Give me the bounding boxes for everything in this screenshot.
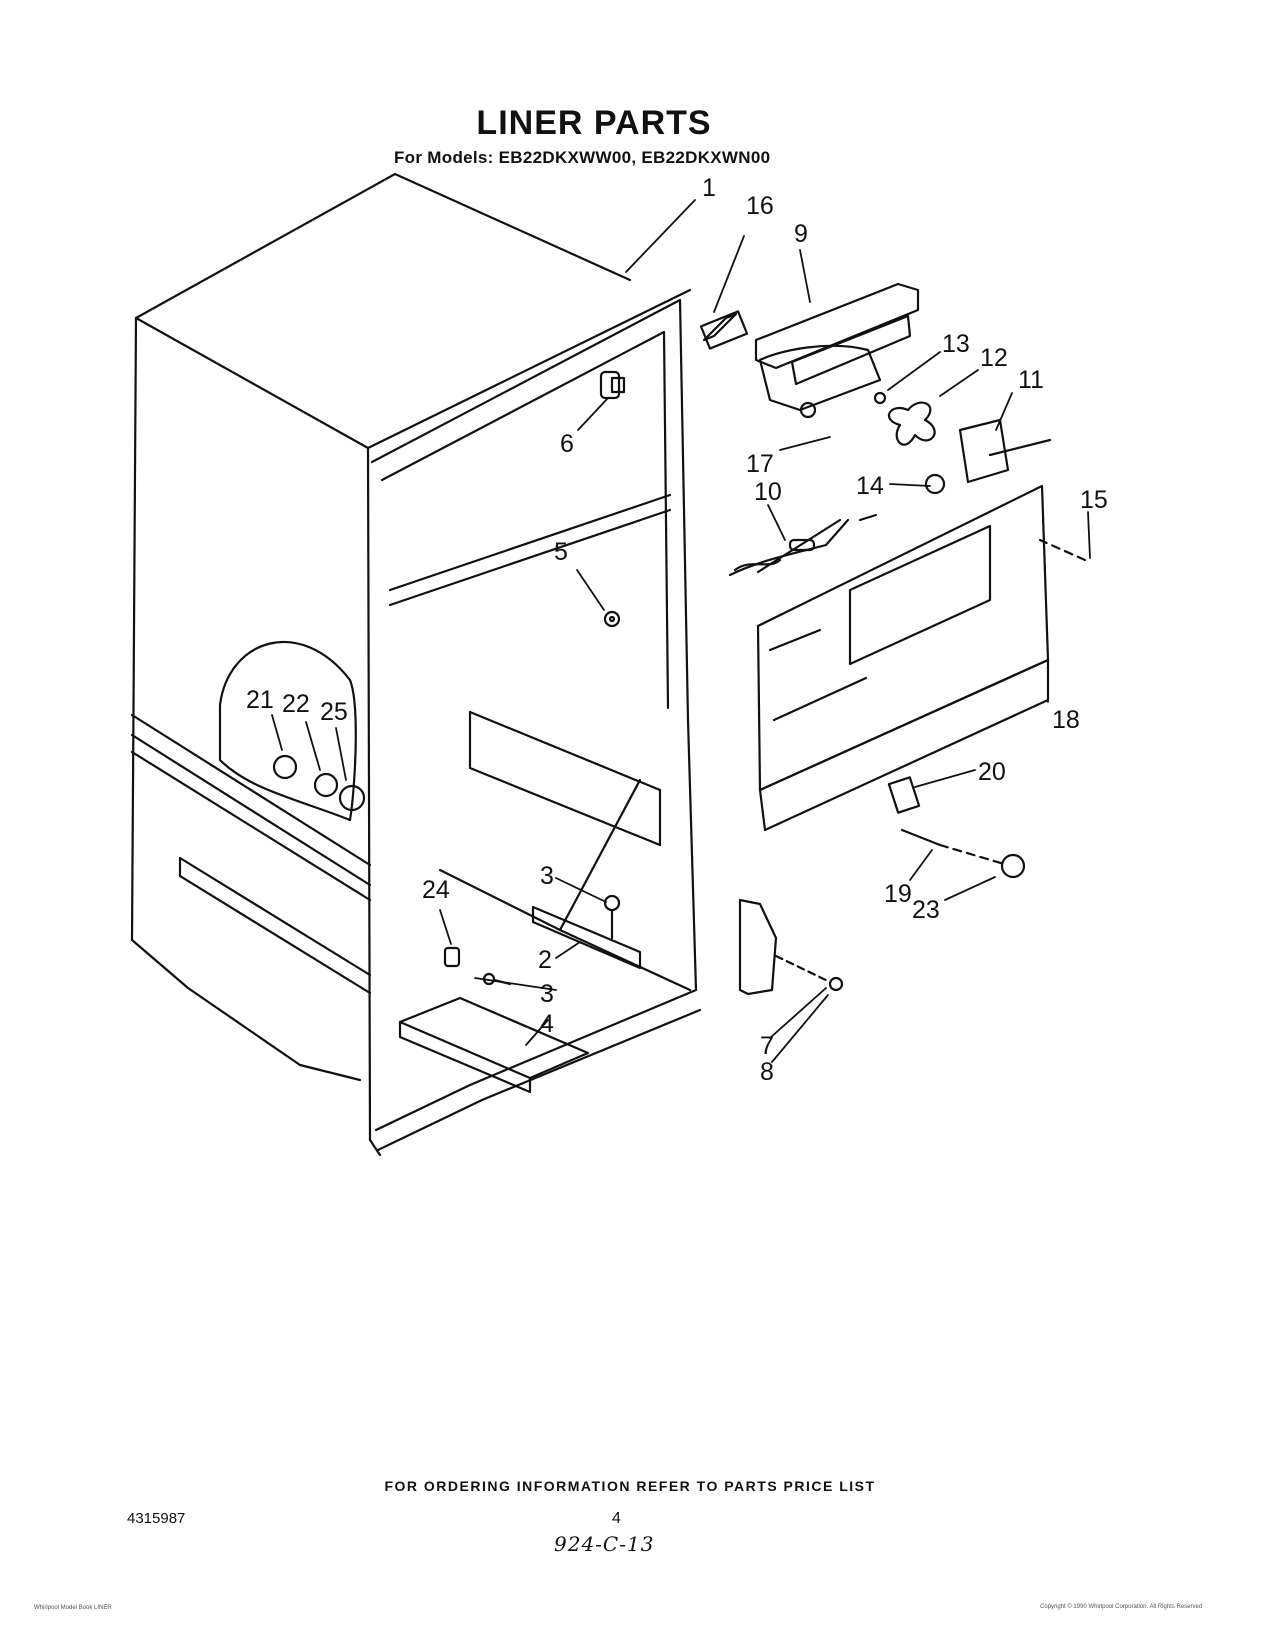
callout-25: 25: [320, 698, 348, 726]
callout-3b: 3: [540, 980, 554, 1008]
callout-24: 24: [422, 876, 450, 904]
handwritten-code: 924-C-13: [554, 1532, 655, 1556]
callout-10: 10: [754, 478, 782, 506]
page-title: LINER PARTS: [476, 104, 712, 142]
callout-23: 23: [912, 896, 940, 924]
bracket-part: [738, 898, 844, 996]
callout-4: 4: [540, 1010, 554, 1038]
callout-8: 8: [760, 1058, 774, 1086]
callout-19: 19: [884, 880, 912, 908]
callout-18: 18: [1052, 706, 1080, 734]
callout-22: 22: [282, 690, 310, 718]
callout-6: 6: [560, 430, 574, 458]
callout-5: 5: [554, 538, 568, 566]
fine-print-right: Copyright © 1990 Whirlpool Corporation. …: [1040, 1604, 1203, 1610]
callout-12: 12: [980, 344, 1008, 372]
callout-13: 13: [942, 330, 970, 358]
page-number: 4: [612, 1510, 621, 1527]
fine-print-left: Whirlpool Model Book LINER: [34, 1605, 112, 1611]
document-number: 4315987: [127, 1510, 186, 1527]
models-line: For Models: EB22DKXWW00, EB22DKXWN00: [394, 148, 771, 167]
callout-3a: 3: [540, 862, 554, 890]
ordering-note: FOR ORDERING INFORMATION REFER TO PARTS …: [384, 1478, 876, 1494]
cabinet-liner: [130, 172, 702, 1157]
callout-20: 20: [978, 758, 1006, 786]
part-callouts: 1 2 3 3 4 5 6 7 8 9 10 11 12 13 14 15 16…: [246, 174, 1108, 1086]
thermistor-part: [728, 518, 850, 577]
callout-15: 15: [1080, 486, 1108, 514]
rear-panel: [756, 484, 1087, 879]
callout-17: 17: [746, 450, 774, 478]
callout-14: 14: [856, 472, 884, 500]
callout-2: 2: [538, 946, 552, 974]
leader-lines: [271, 199, 1091, 1063]
callout-21: 21: [246, 686, 274, 714]
callout-9: 9: [794, 220, 808, 248]
fan-assembly: [699, 282, 1052, 574]
callout-16: 16: [746, 192, 774, 220]
callout-7: 7: [760, 1032, 774, 1060]
callout-11: 11: [1018, 366, 1044, 394]
fastener-parts: [272, 370, 642, 1094]
callout-1: 1: [702, 174, 716, 202]
